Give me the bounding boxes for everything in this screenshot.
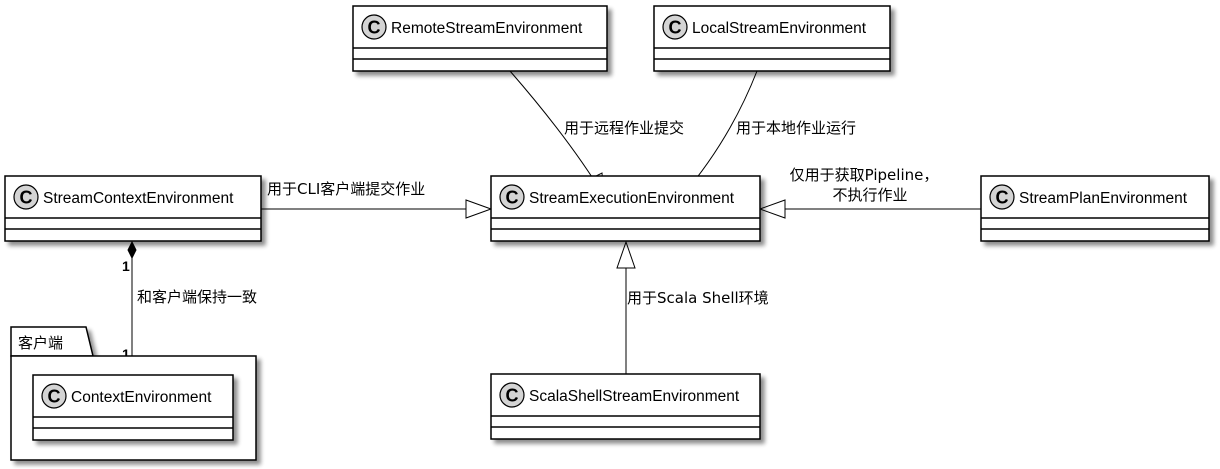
class-box-scala: C ScalaShellStreamEnvironment xyxy=(490,373,761,440)
class-box-remote: C RemoteStreamEnvironment xyxy=(352,5,608,72)
class-box-local: C LocalStreamEnvironment xyxy=(653,5,891,72)
svg-text:C: C xyxy=(368,18,381,38)
class-name: StreamContextEnvironment xyxy=(43,190,234,207)
inheritance-arrowhead-icon xyxy=(616,240,636,269)
edge-context-to-execution xyxy=(261,199,493,219)
class-name: StreamExecutionEnvironment xyxy=(529,190,735,207)
edge-label-scala: 用于Scala Shell环境 xyxy=(627,289,769,307)
svg-text:C: C xyxy=(996,188,1009,208)
class-name: RemoteStreamEnvironment xyxy=(391,20,583,37)
class-c-icon: C xyxy=(41,383,67,409)
class-c-icon: C xyxy=(662,14,688,40)
svg-text:C: C xyxy=(506,386,519,406)
class-box-plan: C StreamPlanEnvironment xyxy=(980,175,1210,242)
composition-diamond-icon xyxy=(127,240,137,260)
svg-text:C: C xyxy=(669,18,682,38)
class-box-border xyxy=(490,373,761,440)
class-box-border xyxy=(32,374,234,441)
class-box-border xyxy=(980,175,1210,242)
class-name: StreamPlanEnvironment xyxy=(1019,190,1188,207)
class-box-border xyxy=(352,5,608,72)
class-box-context: C StreamContextEnvironment xyxy=(4,175,262,242)
edge-label-local: 用于本地作业运行 xyxy=(736,119,856,137)
edge-plan-to-execution xyxy=(758,199,981,219)
inheritance-arrowhead-icon xyxy=(758,199,786,219)
class-c-icon: C xyxy=(361,14,387,40)
inheritance-arrowhead-icon xyxy=(465,199,493,219)
edge-label-plan-line2: 不执行作业 xyxy=(832,186,907,204)
multiplicity-from: 1 xyxy=(122,258,130,274)
class-c-icon: C xyxy=(13,184,39,210)
edge-label-remote: 用于远程作业提交 xyxy=(564,119,684,137)
edge-label-plan-line1: 仅用于获取Pipeline， xyxy=(790,166,939,184)
edge-label-context: 用于CLI客户端提交作业 xyxy=(267,180,425,198)
svg-text:C: C xyxy=(20,188,33,208)
class-box-border xyxy=(4,175,262,242)
svg-text:C: C xyxy=(48,387,61,407)
class-box-execution: C StreamExecutionEnvironment xyxy=(490,175,761,242)
class-box-client-context: C ContextEnvironment xyxy=(32,374,234,441)
svg-text:C: C xyxy=(506,188,519,208)
class-c-icon: C xyxy=(989,184,1015,210)
multiplicity-to: 1 xyxy=(122,346,130,362)
edge-scala-to-execution xyxy=(616,240,636,374)
class-c-icon: C xyxy=(499,382,525,408)
class-c-icon: C xyxy=(499,184,525,210)
class-name: ScalaShellStreamEnvironment xyxy=(529,388,740,405)
class-name: ContextEnvironment xyxy=(71,389,212,406)
class-box-border xyxy=(490,175,761,242)
package-label: 客户端 xyxy=(18,334,63,352)
edge-label-composition: 和客户端保持一致 xyxy=(137,288,257,306)
class-box-border xyxy=(653,5,891,72)
class-name: LocalStreamEnvironment xyxy=(692,20,867,37)
